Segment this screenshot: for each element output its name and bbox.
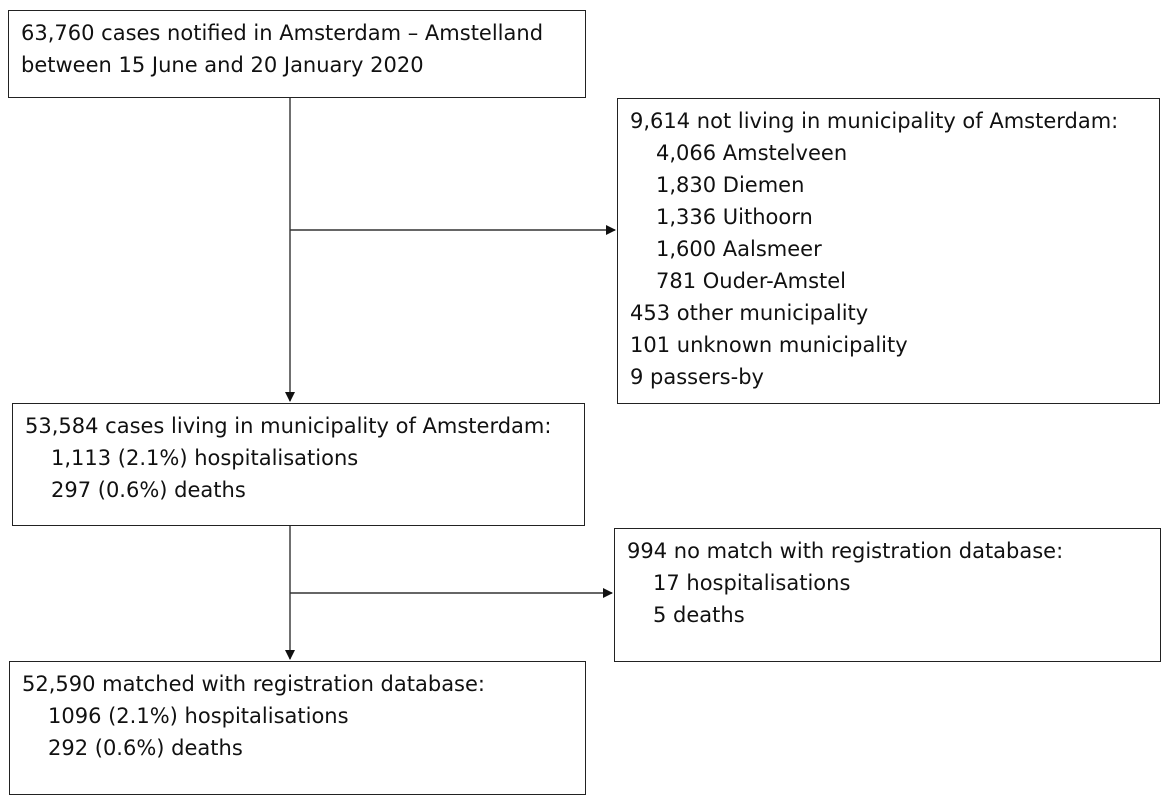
excluded-item-diemen: 1,830 Diemen — [656, 173, 805, 197]
excluded-cases-box: 9,614 not living in municipality of Amst… — [617, 98, 1160, 404]
matched-hospitalisations: 1096 (2.1%) hospitalisations — [48, 704, 349, 728]
matched-deaths: 292 (0.6%) deaths — [48, 736, 243, 760]
excluded-unknown-municipality: 101 unknown municipality — [630, 333, 908, 357]
matched-header: 52,590 matched with registration databas… — [22, 672, 485, 696]
nomatch-deaths: 5 deaths — [653, 603, 745, 627]
living-cases-box: 53,584 cases living in municipality of A… — [12, 403, 585, 526]
excluded-item-uithoorn: 1,336 Uithoorn — [656, 205, 813, 229]
total-cases-line2: between 15 June and 20 January 2020 — [21, 53, 424, 77]
no-match-box: 994 no match with registration database:… — [614, 528, 1161, 662]
excluded-header: 9,614 not living in municipality of Amst… — [630, 109, 1119, 133]
living-deaths: 297 (0.6%) deaths — [51, 478, 246, 502]
excluded-other-municipality: 453 other municipality — [630, 301, 869, 325]
total-cases-box: 63,760 cases notified in Amsterdam – Ams… — [8, 10, 586, 98]
excluded-item-amstelveen: 4,066 Amstelveen — [656, 141, 848, 165]
nomatch-hospitalisations: 17 hospitalisations — [653, 571, 851, 595]
excluded-passers-by: 9 passers-by — [630, 365, 764, 389]
matched-box: 52,590 matched with registration databas… — [9, 661, 586, 795]
living-header: 53,584 cases living in municipality of A… — [25, 414, 552, 438]
excluded-item-aalsmeer: 1,600 Aalsmeer — [656, 237, 822, 261]
living-hospitalisations: 1,113 (2.1%) hospitalisations — [51, 446, 359, 470]
total-cases-line1: 63,760 cases notified in Amsterdam – Ams… — [21, 21, 544, 45]
excluded-item-ouder-amstel: 781 Ouder-Amstel — [656, 269, 847, 293]
nomatch-header: 994 no match with registration database: — [627, 539, 1064, 563]
